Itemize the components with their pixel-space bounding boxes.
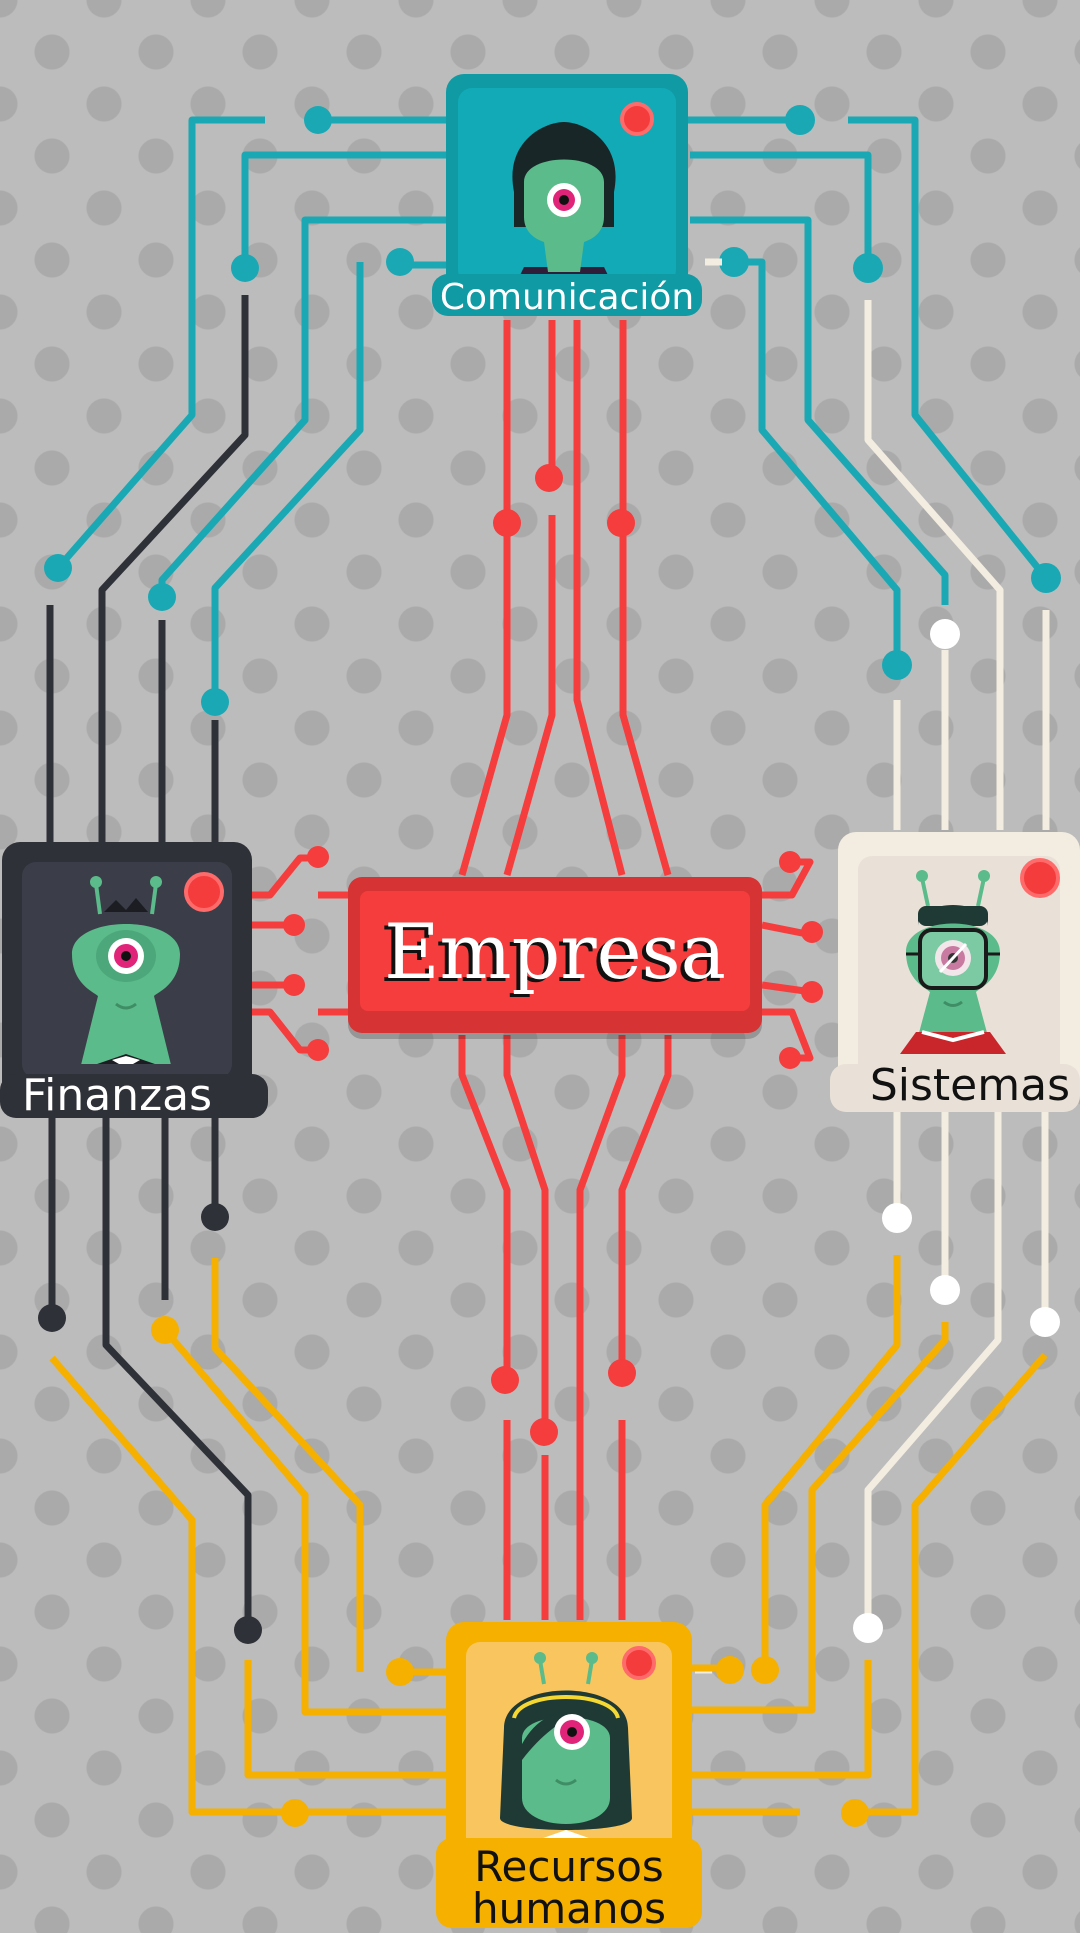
alien-avatar-icon: [500, 1652, 632, 1844]
recursos-humanos-label: Recursos humanos: [436, 1838, 702, 1930]
cream-pads: [853, 619, 1060, 1643]
sistemas-label: Sistemas: [830, 1064, 1080, 1112]
comunicacion-node: Comunicación: [432, 74, 702, 316]
status-light-icon: [1020, 858, 1060, 898]
recursos-humanos-node: Recursos humanos: [436, 1622, 702, 1930]
status-light-icon: [622, 1646, 656, 1680]
teal-pads: [44, 105, 1061, 716]
finanzas-node: Finanzas: [0, 842, 268, 1118]
dark-traces: [46, 295, 252, 1628]
sistemas-node: Sistemas: [830, 832, 1080, 1112]
red-pads: [283, 464, 823, 1446]
alien-avatar-icon: [72, 876, 180, 1064]
yellow-pads: [151, 1316, 869, 1827]
cream-traces: [695, 258, 1050, 1674]
empresa-title: Empresa: [384, 907, 726, 996]
empresa-node: Empresa: [348, 877, 762, 1033]
comunicacion-label: Comunicación: [432, 274, 702, 316]
alien-avatar-icon: [512, 122, 616, 282]
finanzas-label: Finanzas: [0, 1074, 268, 1118]
dark-pads: [38, 1203, 262, 1644]
alien-avatar-icon: [900, 870, 1006, 1054]
empresa-face: [360, 891, 750, 1011]
red-traces: [250, 320, 814, 1620]
status-light-icon: [620, 102, 654, 136]
status-light-icon: [184, 872, 224, 912]
